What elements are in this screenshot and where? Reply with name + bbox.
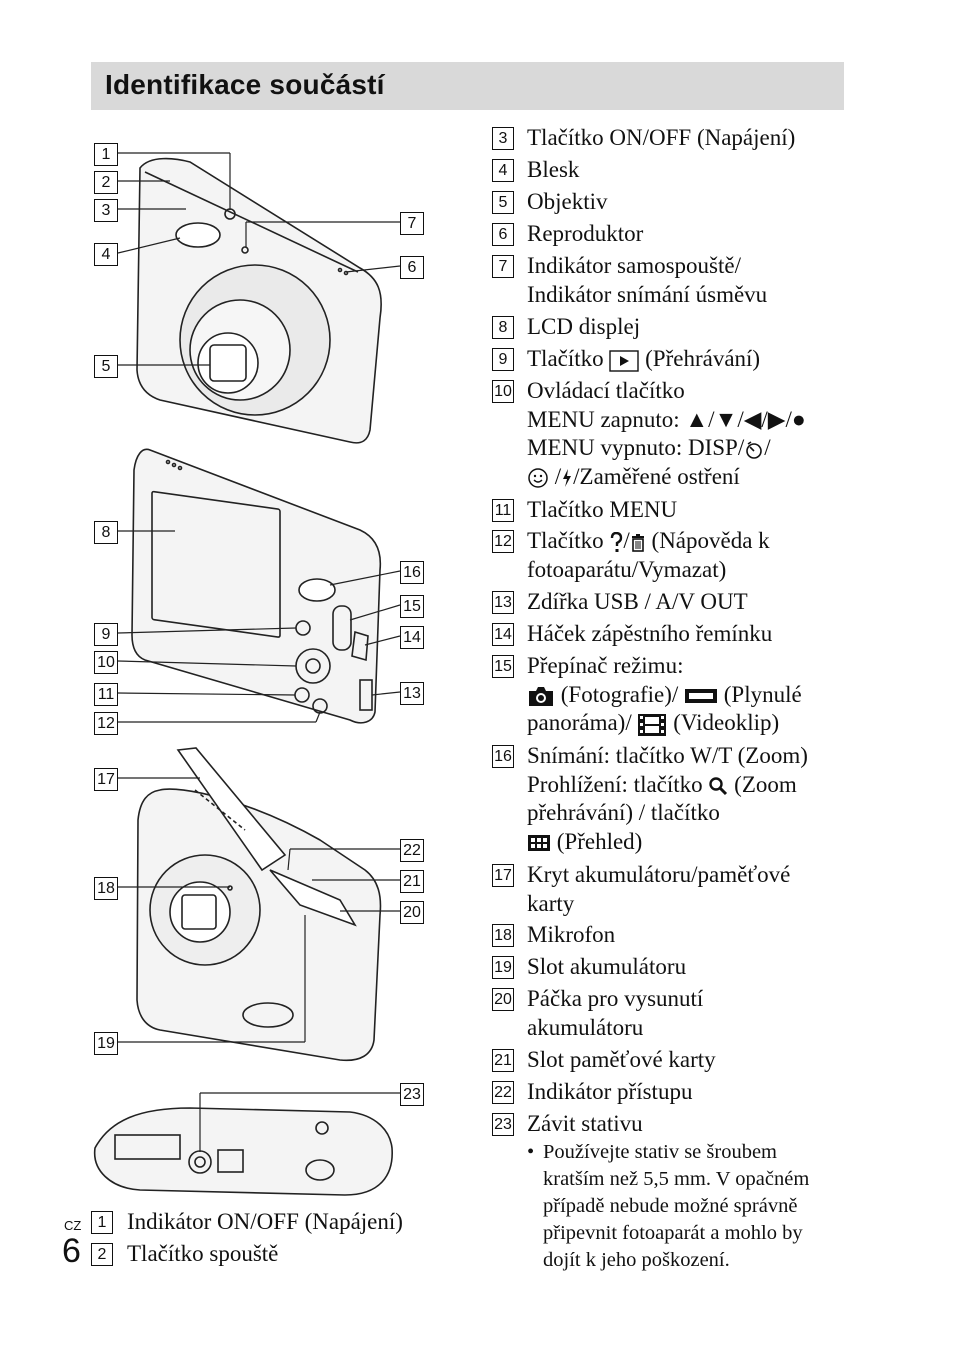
callout-4: 4 — [94, 243, 118, 266]
item-21: 21 Slot paměťové karty — [492, 1046, 852, 1075]
item-2: 2 Tlačítko spouště — [91, 1240, 278, 1268]
index-icon — [528, 835, 550, 852]
page-title: Identifikace součástí — [105, 69, 385, 100]
callout-12: 12 — [94, 712, 118, 735]
item-9: 9 Tlačítko (Přehrávání) — [492, 345, 852, 374]
item-13: 13 Zdířka USB / A/V OUT — [492, 588, 852, 617]
trash-icon — [631, 533, 644, 552]
callout-3: 3 — [94, 199, 118, 222]
callout-14: 14 — [400, 626, 424, 649]
item-18: 18 Mikrofon — [492, 921, 852, 950]
panorama-icon — [685, 689, 718, 704]
flash-icon — [563, 469, 572, 488]
language-code: CZ — [64, 1218, 82, 1233]
item-12: 12 Tlačítko / (Nápověda k fotoaparátu/Vy… — [492, 527, 852, 584]
callout-9: 9 — [94, 623, 118, 646]
item-1: 1 Indikátor ON/OFF (Napájení) — [91, 1208, 403, 1236]
item-7: 7 Indikátor samospouště/ Indikátor snímá… — [492, 252, 852, 309]
help-icon — [611, 531, 623, 552]
callout-2: 2 — [94, 171, 118, 194]
camera-bottom-figure — [93, 1107, 393, 1196]
tripod-note: • Používejte stativ se šroubem kratším n… — [527, 1141, 810, 1271]
camera-icon — [529, 687, 553, 707]
callout-5: 5 — [94, 355, 118, 378]
callout-17: 17 — [94, 768, 118, 791]
item-4: 4 Blesk — [492, 156, 852, 185]
callout-21: 21 — [400, 870, 424, 893]
item-3: 3 Tlačítko ON/OFF (Napájení) — [492, 124, 852, 153]
callout-7: 7 — [400, 212, 424, 235]
callout-13: 13 — [400, 682, 424, 705]
item-22: 22 Indikátor přístupu — [492, 1078, 852, 1107]
item-17: 17 Kryt akumulátoru/paměťové karty — [492, 861, 852, 918]
callout-22: 22 — [400, 839, 424, 862]
page-number: 6 — [62, 1232, 81, 1270]
callout-18: 18 — [94, 877, 118, 900]
callout-15: 15 — [400, 595, 424, 618]
callout-8: 8 — [94, 521, 118, 544]
item-6: 6 Reproduktor — [492, 220, 852, 249]
item-5: 5 Objektiv — [492, 188, 852, 217]
camera-front-figure — [136, 157, 382, 444]
item-14: 14 Háček zápěstního řemínku — [492, 620, 852, 649]
timer-icon — [746, 441, 763, 459]
item-10: 10 Ovládací tlačítko MENU zapnuto: ▲/▼/◀… — [492, 377, 852, 491]
item-8: 8 LCD displej — [492, 313, 852, 342]
callout-1: 1 — [94, 143, 118, 166]
item-15: 15 Přepínač režimu: (Fotografie)/ (Plynu… — [492, 652, 852, 738]
item-20: 20 Páčka pro vysunutí akumulátoru — [492, 985, 852, 1042]
callout-6: 6 — [400, 256, 424, 279]
item-11: 11 Tlačítko MENU — [492, 496, 852, 525]
callout-10: 10 — [94, 651, 118, 674]
item-16: 16 Snímání: tlačítko W/T (Zoom) Prohlíže… — [492, 742, 852, 856]
callout-20: 20 — [400, 901, 424, 924]
callout-19: 19 — [94, 1032, 118, 1055]
callout-11: 11 — [94, 683, 118, 706]
movie-icon — [638, 713, 667, 736]
callout-16: 16 — [400, 561, 424, 584]
callout-23: 23 — [400, 1083, 424, 1106]
item-23: 23 Závit stativu — [492, 1110, 852, 1139]
smile-icon — [528, 468, 548, 488]
zoom-icon — [709, 777, 728, 796]
camera-battery-figure — [136, 747, 382, 1062]
play-icon — [609, 350, 640, 372]
item-19: 19 Slot akumulátoru — [492, 953, 852, 982]
camera-back-figure — [131, 448, 382, 724]
section-header: Identifikace součástí — [91, 62, 844, 110]
